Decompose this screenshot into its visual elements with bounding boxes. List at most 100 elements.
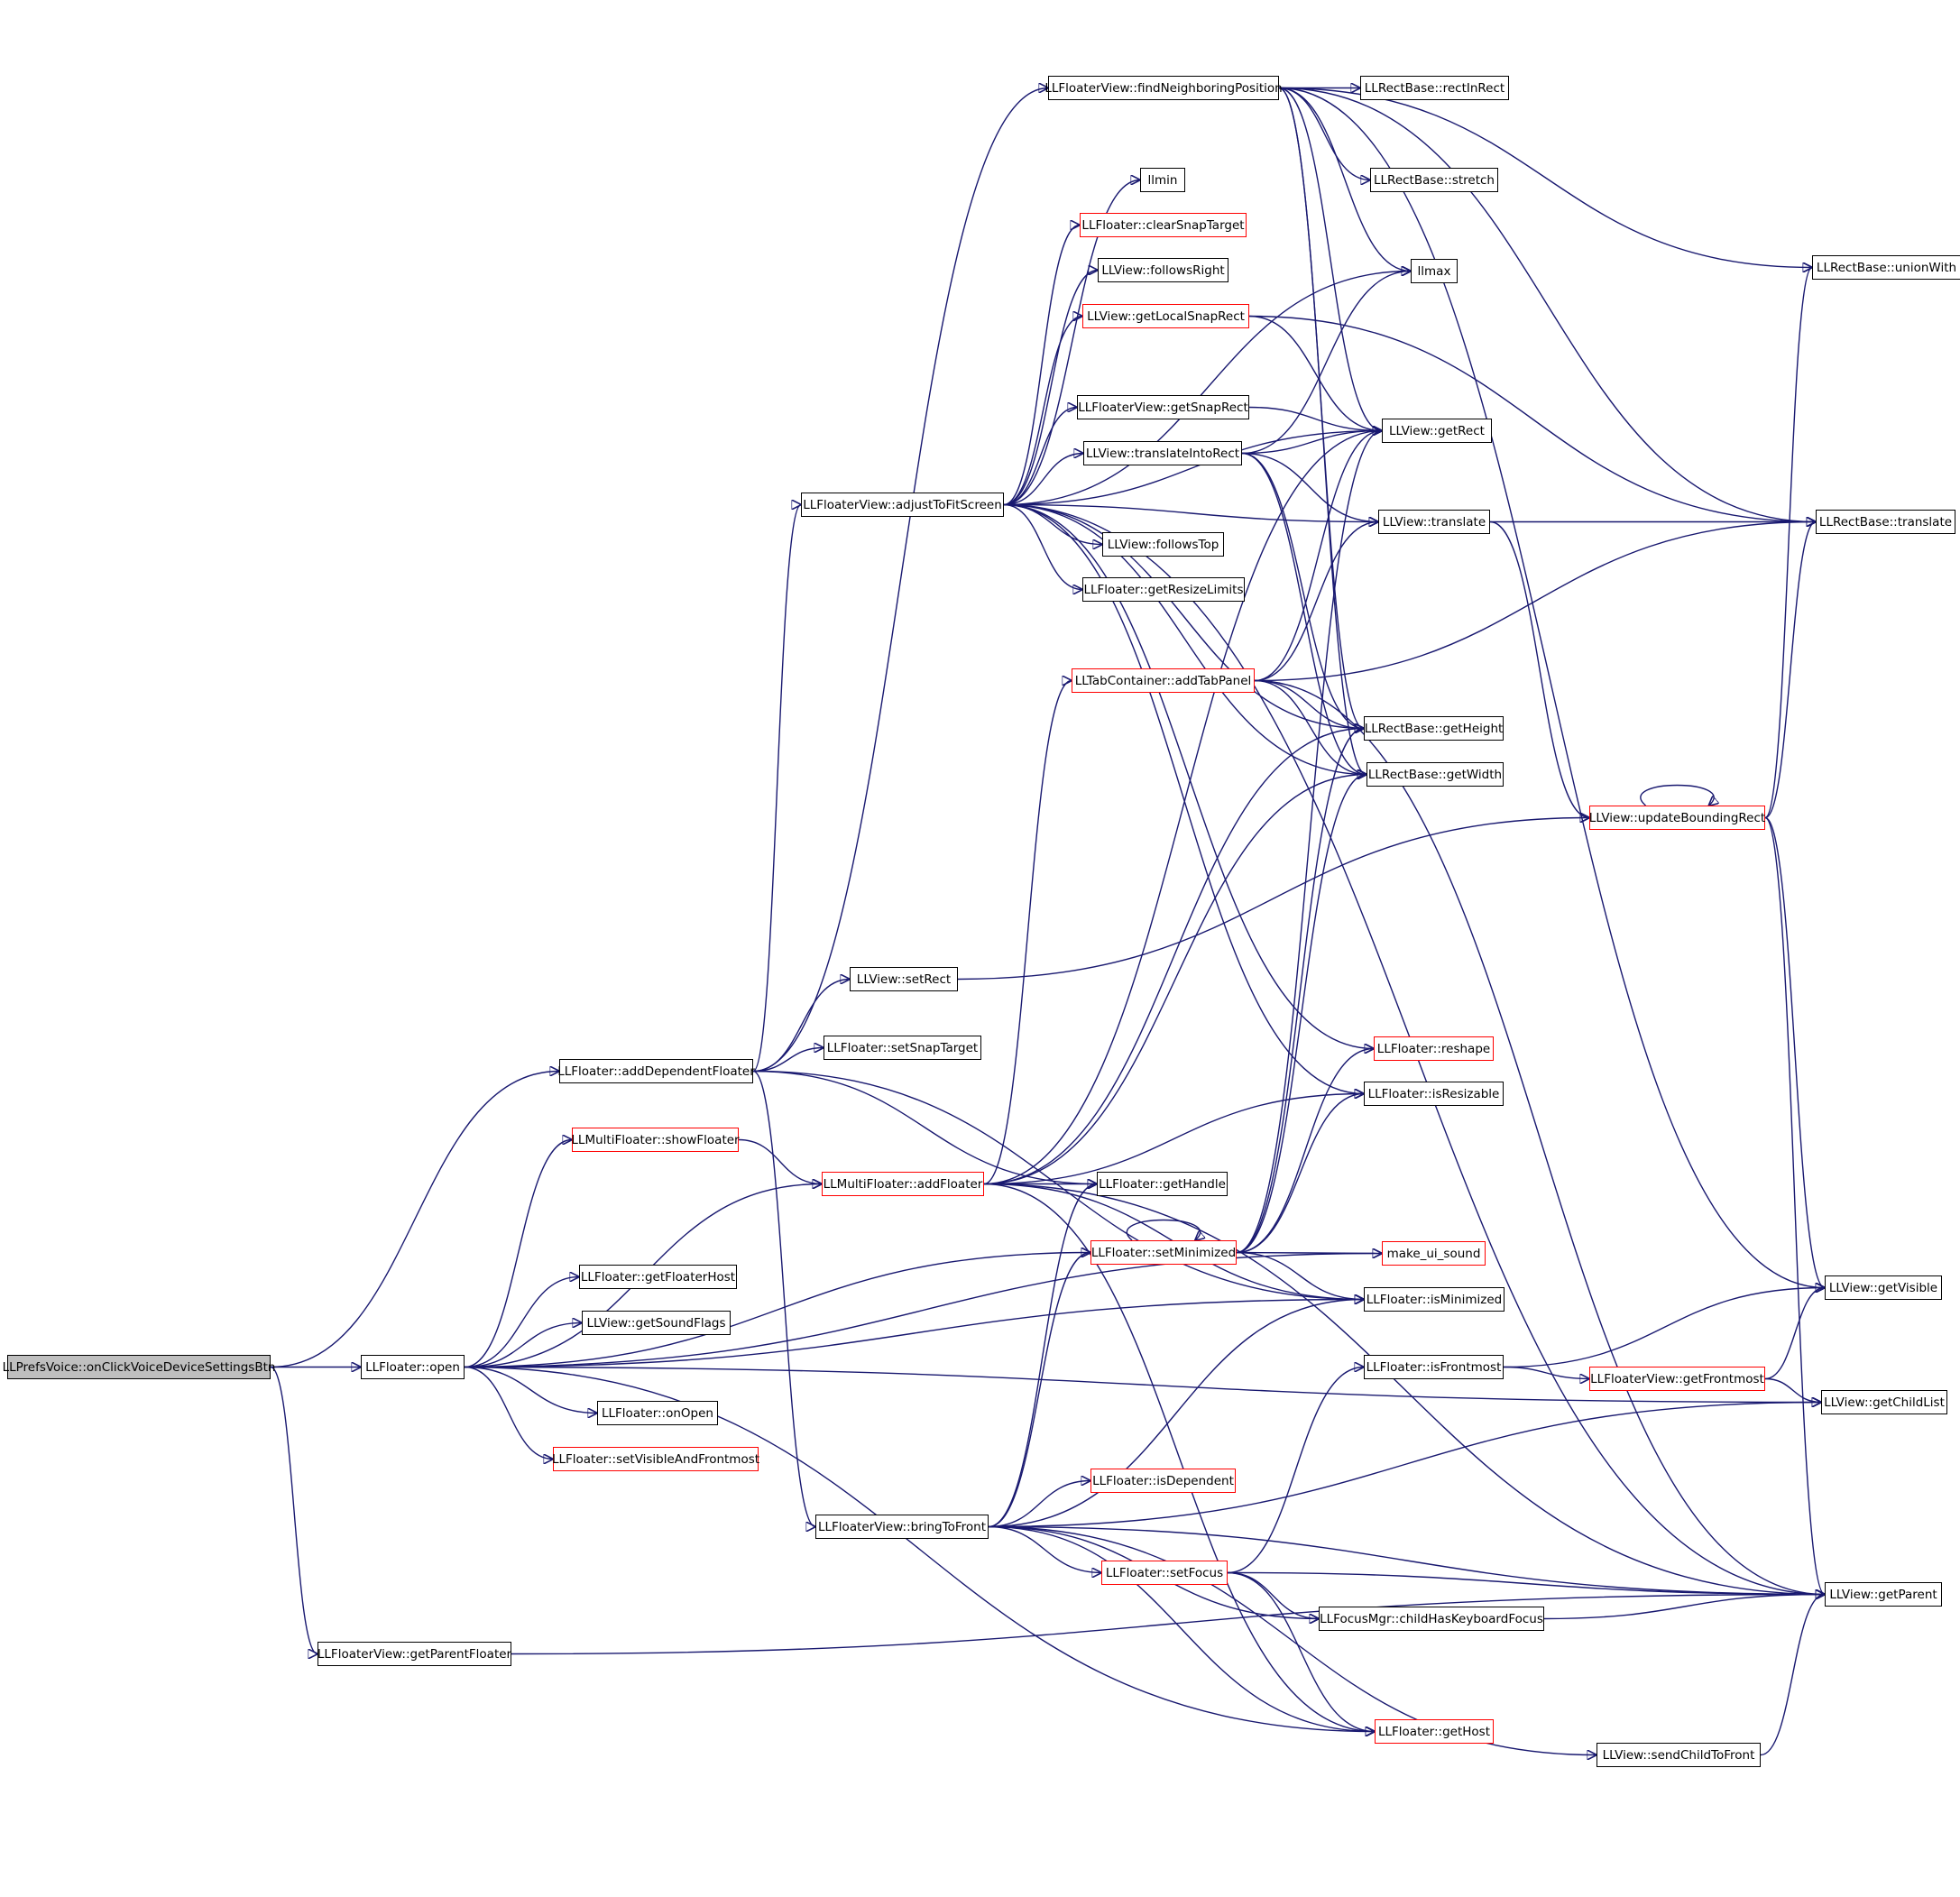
node-bring-to-front[interactable]: LLFloaterView::bringToFront <box>815 1515 989 1539</box>
node-get-parent-floater[interactable]: LLFloaterView::getParentFloater <box>317 1642 511 1666</box>
node-open[interactable]: LLFloater::open <box>361 1355 465 1379</box>
node-is-dependent[interactable]: LLFloater::isDependent <box>1090 1469 1236 1493</box>
edge-addFloater-to-getHost <box>983 1183 1375 1732</box>
node-reshape[interactable]: LLFloater::reshape <box>1374 1036 1494 1061</box>
node-get-child-list[interactable]: LLView::getChildList <box>1821 1390 1947 1414</box>
node-get-parent[interactable]: LLView::getParent <box>1825 1582 1942 1607</box>
node-send-child-to-front[interactable]: LLView::sendChildToFront <box>1597 1743 1761 1767</box>
edge-addTabPanel-to-translate <box>1254 522 1378 682</box>
node-get-frontmost[interactable]: LLFloaterView::getFrontmost <box>1589 1367 1765 1391</box>
edge-getLocalSnapRect-to-rbTranslate <box>1248 315 1816 522</box>
node-get-host[interactable]: LLFloater::getHost <box>1375 1719 1494 1744</box>
edge-addDependentFloater-to-isMinimized <box>752 1070 1364 1300</box>
edge-bringToFront-to-getHandle <box>988 1184 1097 1528</box>
edge-isFrontmost-to-getVisible <box>1503 1288 1825 1368</box>
node-get-handle[interactable]: LLFloater::getHandle <box>1097 1172 1228 1196</box>
node-rect-in-rect[interactable]: LLRectBase::rectInRect <box>1360 76 1509 100</box>
edge-setMinimized-to-make_ui_sound <box>1236 1253 1382 1254</box>
edge-root-to-addDependentFloater <box>270 1072 559 1368</box>
node-llmax[interactable]: llmax <box>1411 259 1458 283</box>
edge-open-to-getHost <box>464 1366 1375 1732</box>
edge-open-to-onOpen <box>464 1366 597 1414</box>
edge-adjustToFitScreen-to-translateIntoRect <box>1003 454 1083 506</box>
edge-setMinimized-to-reshape <box>1236 1049 1374 1254</box>
node-set-snap-target[interactable]: LLFloater::setSnapTarget <box>824 1036 981 1060</box>
edge-adjustToFitScreen-to-getRect <box>1003 431 1382 506</box>
edge-translateIntoRect-to-llmax <box>1241 272 1411 455</box>
node-translate-into-rect[interactable]: LLView::translateIntoRect <box>1083 441 1242 465</box>
edge-addFloater-to-isResizable <box>983 1094 1364 1185</box>
edge-adjustToFitScreen-to-followsRight <box>1003 271 1098 506</box>
node-is-minimized[interactable]: LLFloater::isMinimized <box>1364 1287 1505 1312</box>
node-get-width[interactable]: LLRectBase::getWidth <box>1366 762 1504 787</box>
edge-updateBoundingRect-to-rbTranslate <box>1764 522 1816 819</box>
node-clear-snap-target[interactable]: LLFloater::clearSnapTarget <box>1080 213 1247 237</box>
node-add-dependent-floater[interactable]: LLFloater::addDependentFloater <box>557 1059 755 1083</box>
node-get-visible[interactable]: LLView::getVisible <box>1825 1275 1942 1300</box>
edge-translate-to-updateBoundingRect <box>1489 520 1589 818</box>
edge-addDependentFloater-to-setRect <box>752 980 850 1073</box>
edge-setMinimized-to-getHeight <box>1236 729 1364 1254</box>
node-set-focus[interactable]: LLFloater::setFocus <box>1101 1561 1228 1585</box>
node-get-sound-flags[interactable]: LLView::getSoundFlags <box>582 1311 731 1335</box>
edge-updateBoundingRect-to-unionWith <box>1764 268 1812 819</box>
edge-adjustToFitScreen-to-getSnapRect <box>1003 408 1077 506</box>
edge-open-to-setVisibleAndFrontmost <box>464 1366 553 1460</box>
edge-addDependentFloater-to-getHandle <box>752 1070 1097 1184</box>
node-get-snap-rect[interactable]: LLFloaterView::getSnapRect <box>1077 395 1249 419</box>
edge-setMinimized-to-isMinimized <box>1236 1251 1364 1300</box>
node-is-resizable[interactable]: LLFloater::isResizable <box>1364 1082 1504 1106</box>
edge-addFloater-to-getParent <box>983 1183 1825 1595</box>
edge-findNeighboringPosition-to-getVisible <box>1278 87 1825 1288</box>
edge-open-to-getSoundFlags <box>464 1323 582 1368</box>
node-get-height[interactable]: LLRectBase::getHeight <box>1364 716 1504 741</box>
edge-addDependentFloater-to-bringToFront <box>752 1070 815 1527</box>
node-adjust-to-fit-screen[interactable]: LLFloaterView::adjustToFitScreen <box>801 493 1004 517</box>
edge-setRect-to-updateBoundingRect <box>957 818 1589 981</box>
node-get-local-snap-rect[interactable]: LLView::getLocalSnapRect <box>1082 304 1249 328</box>
node-follows-top[interactable]: LLView::followsTop <box>1102 532 1224 557</box>
node-add-floater[interactable]: LLMultiFloater::addFloater <box>822 1172 984 1196</box>
edge-addFloater-to-getRect <box>983 431 1382 1185</box>
node-set-visible-and-frontmost[interactable]: LLFloater::setVisibleAndFrontmost <box>552 1447 759 1471</box>
edge-setMinimized-to-setMinimized <box>1126 1219 1200 1241</box>
node-stretch[interactable]: LLRectBase::stretch <box>1370 168 1498 192</box>
edge-open-to-isMinimized <box>464 1300 1364 1368</box>
edge-bringToFront-to-getChildList <box>988 1403 1821 1528</box>
edge-bringToFront-to-setMinimized <box>988 1253 1090 1528</box>
edge-addTabPanel-to-getWidth <box>1254 679 1366 775</box>
node-add-tab-panel[interactable]: LLTabContainer::addTabPanel <box>1072 668 1255 693</box>
edge-translateIntoRect-to-getHeight <box>1241 452 1364 729</box>
node-update-bounding-rect[interactable]: LLView::updateBoundingRect <box>1589 806 1765 830</box>
edge-adjustToFitScreen-to-getHeight <box>1003 503 1364 729</box>
edge-setFocus-to-getHost <box>1227 1571 1375 1732</box>
edge-adjustToFitScreen-to-llmin <box>1003 180 1140 506</box>
edge-setMinimized-to-getWidth <box>1236 775 1366 1254</box>
node-child-has-keyboard-focus[interactable]: LLFocusMgr::childHasKeyboardFocus <box>1319 1607 1544 1631</box>
edge-getSnapRect-to-getRect <box>1248 406 1382 431</box>
edge-addDependentFloater-to-setSnapTarget <box>752 1048 824 1073</box>
node-llmin[interactable]: llmin <box>1140 168 1185 192</box>
node-set-rect[interactable]: LLView::setRect <box>850 967 958 991</box>
node-get-floater-host[interactable]: LLFloater::getFloaterHost <box>579 1265 737 1289</box>
node-show-floater[interactable]: LLMultiFloater::showFloater <box>571 1128 740 1152</box>
node-get-resize-limits[interactable]: LLFloater::getResizeLimits <box>1082 577 1245 602</box>
node-find-neighboring-position[interactable]: LLFloaterView::findNeighboringPosition <box>1044 76 1283 100</box>
node-is-frontmost[interactable]: LLFloater::isFrontmost <box>1364 1355 1504 1379</box>
node-make-ui-sound[interactable]: make_ui_sound <box>1382 1241 1486 1266</box>
node-rb-translate[interactable]: LLRectBase::translate <box>1816 510 1955 534</box>
edge-addDependentFloater-to-findNeighboringPosition <box>752 88 1048 1073</box>
node-root[interactable]: LLPrefsVoice::onClickVoiceDeviceSettings… <box>3 1355 275 1379</box>
node-on-open[interactable]: LLFloater::onOpen <box>597 1401 718 1425</box>
edge-bringToFront-to-isDependent <box>988 1481 1090 1528</box>
node-follows-right[interactable]: LLView::followsRight <box>1098 258 1228 282</box>
node-translate[interactable]: LLView::translate <box>1378 510 1490 534</box>
edge-adjustToFitScreen-to-clearSnapTarget <box>1003 226 1080 506</box>
node-union-with[interactable]: LLRectBase::unionWith <box>1812 255 1960 280</box>
node-set-minimized[interactable]: LLFloater::setMinimized <box>1090 1240 1237 1265</box>
node-get-rect[interactable]: LLView::getRect <box>1382 419 1492 443</box>
edge-translateIntoRect-to-translate <box>1241 452 1378 522</box>
edge-addDependentFloater-to-adjustToFitScreen <box>752 505 801 1073</box>
